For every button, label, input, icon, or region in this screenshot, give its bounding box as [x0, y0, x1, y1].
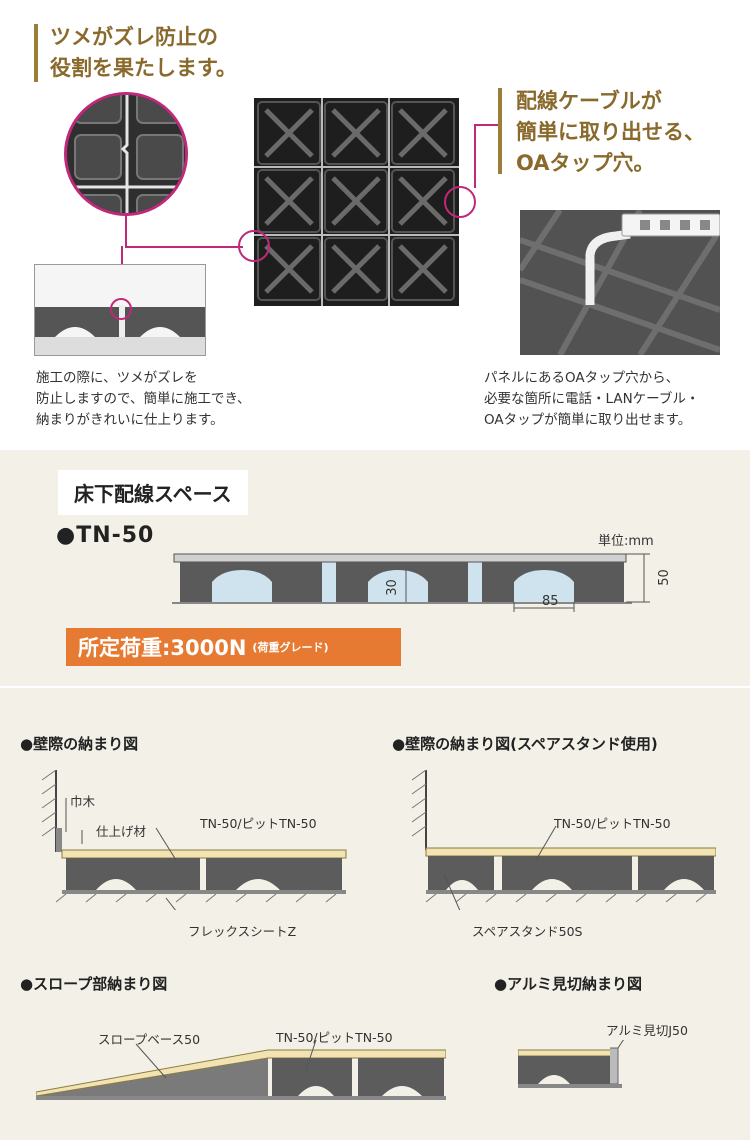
- alumi-trim-label: アルミ見切J50: [606, 1023, 688, 1038]
- wall-spare-panel-label: TN-50/ピットTN-50: [554, 816, 671, 831]
- alumi-diagram: [517, 1035, 630, 1110]
- feature-section: ツメがズレ防止の 役割を果たします。 配線ケーブルが 簡単に取り出せる、 OAタ…: [0, 0, 750, 450]
- side-section-image: [34, 264, 206, 356]
- wall-panel-label: TN-50/ピットTN-50: [200, 816, 317, 831]
- slope-diagram: [35, 1030, 447, 1106]
- section-title: 床下配線スペース: [58, 470, 248, 515]
- slope-diagram-drawing: [35, 1039, 447, 1100]
- panel-grid-drawing: [254, 98, 459, 306]
- wall-sheet-label: フレックスシートZ: [188, 924, 297, 939]
- model-label: ●TN-50: [56, 523, 155, 548]
- alumi-title: ●アルミ見切納まり図: [494, 975, 642, 993]
- slope-title: ●スロープ部納まり図: [20, 975, 168, 993]
- dim-width-label: 85: [542, 594, 559, 609]
- tab-highlight-circle: [110, 298, 132, 320]
- connector-line-v: [125, 215, 127, 247]
- left-heading: ツメがズレ防止の 役割を果たします。: [50, 25, 237, 80]
- panel-grid-image: [254, 98, 459, 306]
- dim-height-label: 50: [656, 569, 672, 586]
- slope-base-label: スロープベース50: [98, 1032, 201, 1047]
- right-heading: 配線ケーブルが 簡単に取り出せる、 OAタップ穴。: [516, 89, 705, 175]
- wall-diagram: [36, 769, 352, 917]
- tab-zoom-image: [64, 92, 188, 216]
- wall-title: ●壁際の納まり図: [20, 735, 139, 753]
- wall-spare-diagram: [406, 769, 717, 921]
- left-note: 施工の際に、ツメがズレを 防止しますので、簡単に施工でき、 納まりがきれいに仕上…: [36, 370, 251, 428]
- oa-tap-drawing: [520, 210, 720, 355]
- right-heading-bar: [498, 88, 502, 174]
- unit-label: 単位:mm: [598, 534, 654, 549]
- oa-hole-circle: [444, 186, 476, 218]
- wall-diagram-drawing: [41, 769, 347, 917]
- tab-zoom-drawing: [67, 95, 185, 213]
- connector-line-h: [125, 246, 243, 248]
- left-heading-bar: [34, 24, 38, 82]
- wall-spare-diagram-drawing: [411, 769, 717, 921]
- tn50-cross-section-drawing: [172, 553, 650, 612]
- load-sub: (荷重グレード): [252, 641, 329, 654]
- wall-spare-stand-label: スペアスタンド50S: [472, 924, 583, 939]
- oa-tap-photo: [520, 210, 720, 355]
- wall-baseboard-label: 巾木: [70, 794, 96, 809]
- load-main: 所定荷重:3000N: [78, 636, 247, 660]
- right-note: パネルにあるOAタップ穴から、 必要な箇所に電話・LANケーブル・ OAタップが…: [484, 370, 700, 428]
- oa-connector-h: [474, 124, 498, 126]
- tab-position-circle: [238, 230, 270, 262]
- alumi-diagram-drawing: [517, 1035, 627, 1088]
- load-badge: 所定荷重:3000N (荷重グレード): [66, 628, 401, 666]
- slope-panel-label: TN-50/ピットTN-50: [276, 1030, 393, 1045]
- oa-connector-v: [474, 124, 476, 188]
- tn50-cross-section: [172, 552, 672, 622]
- wall-spare-title: ●壁際の納まり図(スペアスタンド使用): [392, 735, 658, 753]
- dim-inner-label: 30: [384, 579, 400, 596]
- wall-finish-label: 仕上げ材: [96, 824, 147, 839]
